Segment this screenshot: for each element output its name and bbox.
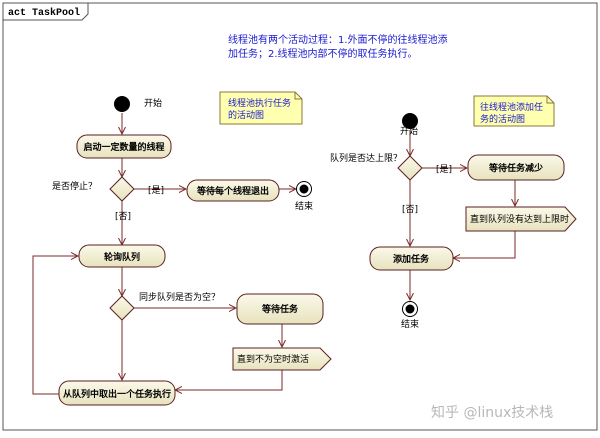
note-left-line-2: 的活动图 — [228, 109, 264, 121]
stop-yes-label: [是] — [148, 185, 164, 196]
description-line-1: 线程池有两个活动过程：1.外面不停的往线程池添 — [228, 33, 448, 46]
right-end-label: 结束 — [401, 318, 419, 330]
wait-threads-exit-action: 等待每个线程退出 — [186, 179, 280, 202]
left-start-label: 开始 — [144, 97, 162, 109]
until-below-label: 直到队列没有达到上限时 — [470, 213, 569, 225]
until-not-empty-event: 直到不为空时激活 — [232, 347, 332, 371]
note-right-line-2: 务的活动图 — [480, 113, 525, 125]
wait-threads-exit-label: 等待每个线程退出 — [196, 185, 269, 197]
right-start-label: 开始 — [400, 125, 418, 137]
description-line-2: 加任务；2.线程池内部不停的取任务执行。 — [228, 47, 418, 60]
note-right-line-1: 往线程池添加任 — [480, 101, 543, 113]
left-end-node — [296, 181, 312, 197]
wait-task-label: 等待任务 — [261, 303, 299, 315]
sync-question-label: 同步队列是否为空？ — [139, 291, 220, 303]
right-start-node — [402, 113, 418, 129]
stop-question-label: 是否停止？ — [52, 180, 97, 192]
poll-queue-label: 轮询队列 — [104, 251, 140, 263]
start-threads-label: 启动一定数量的线程 — [83, 141, 164, 153]
stop-no-label: [否] — [115, 211, 131, 222]
add-task-label: 添加任务 — [393, 253, 430, 265]
take-task-label: 从队列中取出一个任务执行 — [63, 388, 171, 400]
left-start-node — [114, 96, 130, 112]
wait-decrease-action: 等待任务减少 — [467, 154, 565, 181]
start-threads-action: 启动一定数量的线程 — [76, 134, 172, 159]
limit-decision — [397, 155, 423, 181]
right-end-node — [402, 301, 418, 317]
take-task-action: 从队列中取出一个任务执行 — [58, 380, 176, 406]
queue-empty-decision — [109, 295, 135, 321]
stop-decision — [109, 176, 135, 202]
left-flow-edges — [32, 113, 296, 395]
note-left: 线程池执行任务 的活动图 — [219, 91, 303, 125]
limit-question-label: 队列是否达上限？ — [330, 152, 402, 164]
right-flow-edges — [410, 130, 515, 300]
left-end-label: 结束 — [295, 200, 313, 212]
frame-title-tab — [2, 2, 89, 21]
until-below-event: 直到队列没有达到上限时 — [465, 206, 577, 232]
limit-yes-label: [是] — [436, 164, 452, 175]
note-left-line-1: 线程池执行任务 — [228, 97, 291, 109]
watermark-text: 知乎 @linux技术栈 — [431, 404, 553, 421]
wait-task-action: 等待任务 — [236, 293, 324, 325]
poll-queue-action: 轮询队列 — [78, 244, 166, 268]
frame-title: act TaskPool — [8, 7, 80, 19]
add-task-action: 添加任务 — [369, 246, 454, 271]
note-right: 往线程池添加任 务的活动图 — [473, 95, 555, 127]
limit-no-label: [否] — [402, 204, 418, 215]
wait-decrease-label: 等待任务减少 — [488, 162, 543, 174]
until-not-empty-label: 直到不为空时激活 — [237, 353, 309, 365]
